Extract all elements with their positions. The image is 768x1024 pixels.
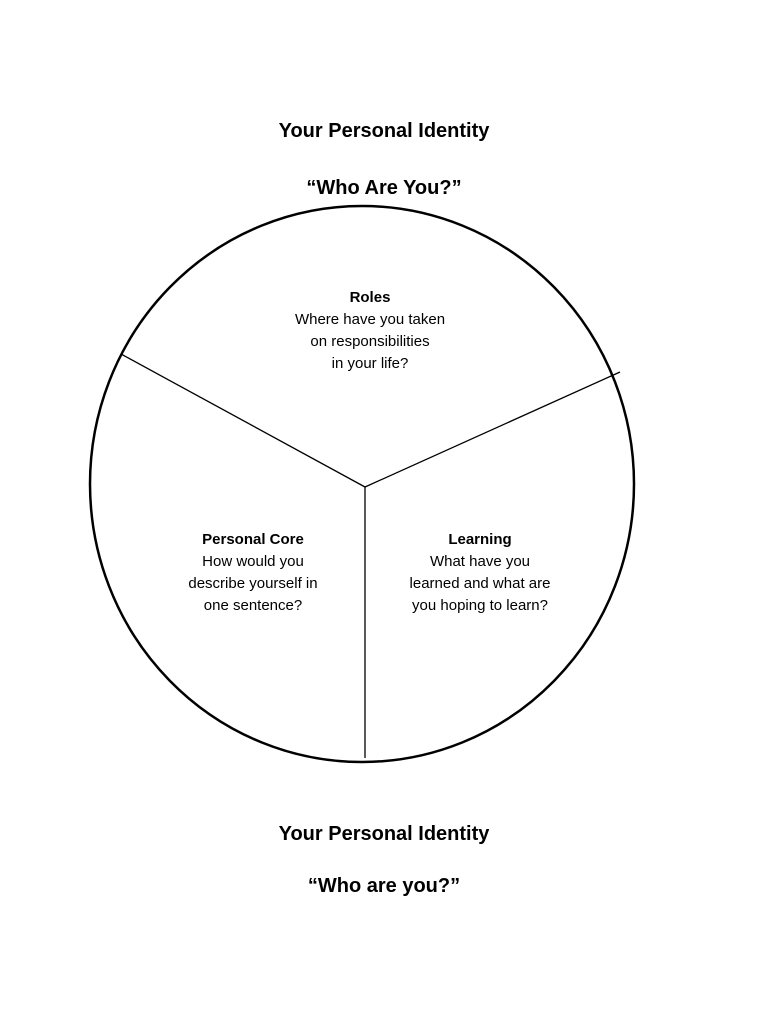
section-learning: Learning What have you learned and what … <box>390 529 570 617</box>
divider-right <box>364 371 621 488</box>
section-personal-core-title: Personal Core <box>202 531 304 548</box>
section-learning-line: What have you <box>429 553 531 570</box>
section-roles-line: in your life? <box>331 355 409 372</box>
footer-title: Your Personal Identity <box>278 823 490 845</box>
section-personal-core-line: describe yourself in <box>188 575 318 592</box>
section-roles-line: on responsibilities <box>310 333 430 350</box>
page-subtitle: “Who Are You?” <box>306 177 462 199</box>
page-title: Your Personal Identity <box>278 120 490 142</box>
section-personal-core-line: How would you <box>202 553 304 570</box>
section-roles-line: Where have you taken <box>294 311 446 328</box>
section-learning-line: learned and what are <box>409 575 551 592</box>
section-roles: Roles Where have you taken on responsibi… <box>270 287 470 375</box>
section-personal-core-line: one sentence? <box>203 597 303 614</box>
identity-circle <box>88 204 636 764</box>
section-learning-title: Learning <box>448 531 512 548</box>
section-roles-title: Roles <box>349 289 391 306</box>
section-personal-core: Personal Core How would you describe you… <box>163 529 343 617</box>
footer-subtitle: “Who are you?” <box>307 875 461 897</box>
section-learning-line: you hoping to learn? <box>412 597 548 614</box>
divider-left <box>120 353 366 488</box>
